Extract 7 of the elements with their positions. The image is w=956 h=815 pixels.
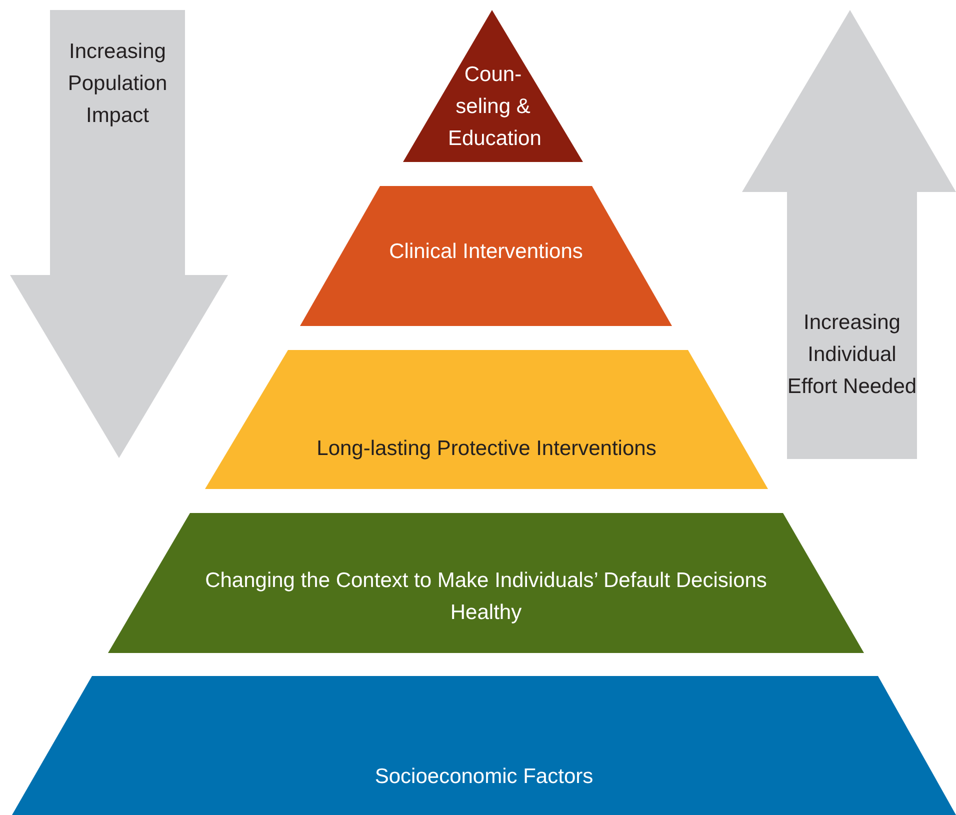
tier-label: Clinical Interventions <box>388 239 584 265</box>
arrow-label: Increasing Population Impact <box>66 39 168 129</box>
tier-label: Long-lasting Protective Interventions <box>316 436 658 462</box>
tier-label: Coun- seling & Education <box>448 62 538 152</box>
tier-label: Socioeconomic Factors <box>374 764 594 790</box>
tier-label: Changing the Context to Make Individuals’ Default Decisions Healthy <box>204 568 768 626</box>
arrow-label: Increasing Individual Effort Needed <box>787 310 917 400</box>
